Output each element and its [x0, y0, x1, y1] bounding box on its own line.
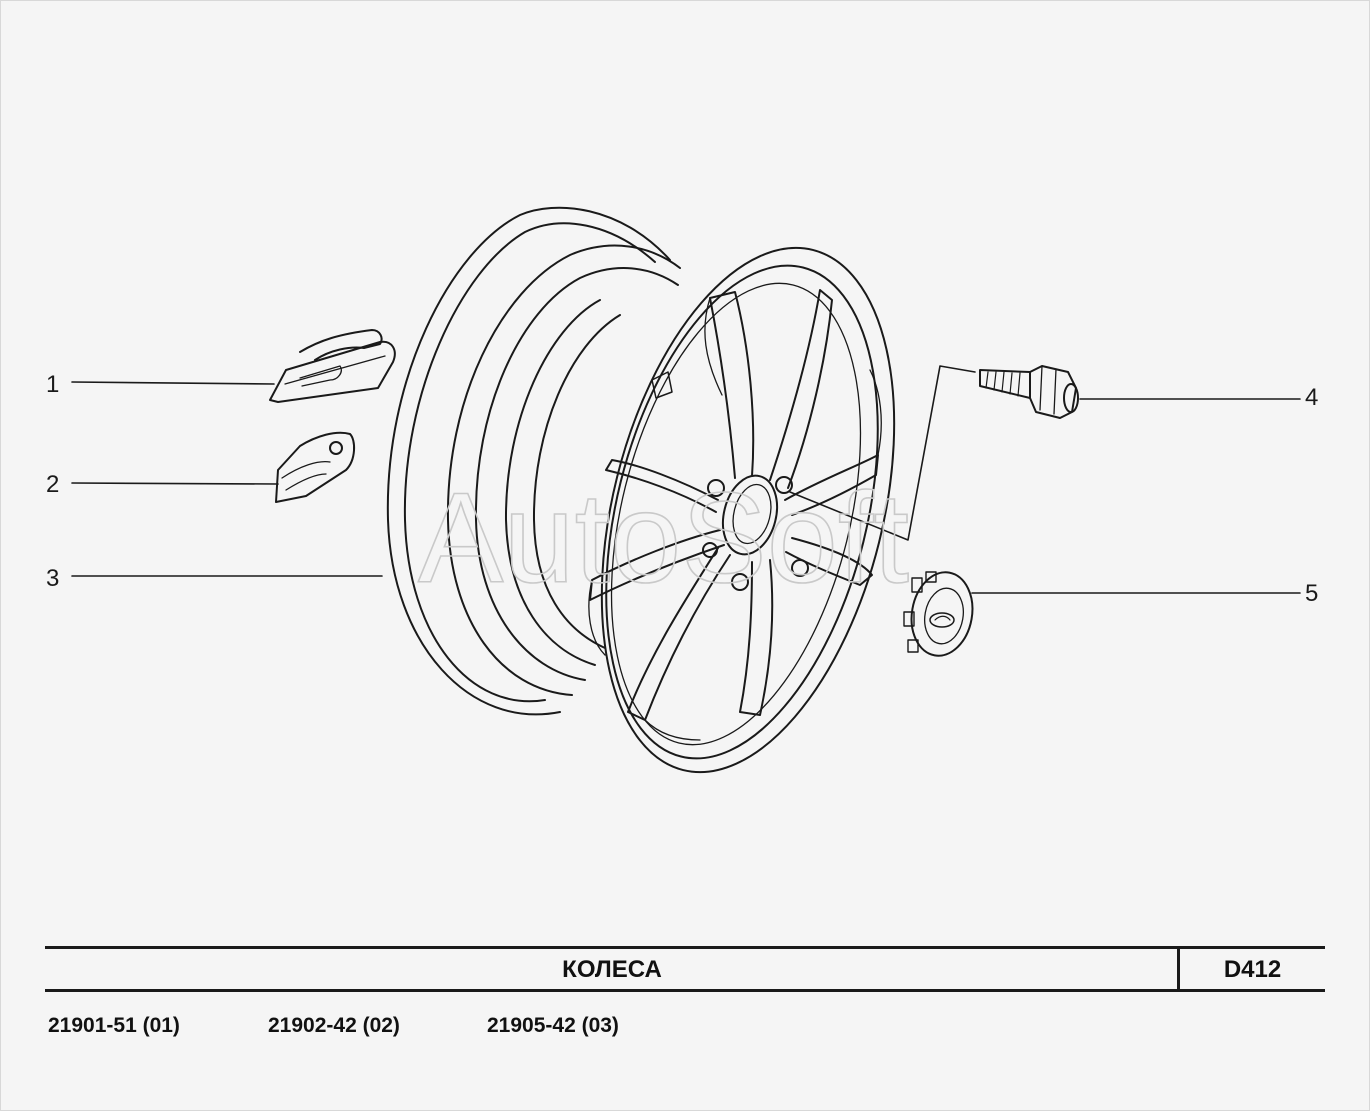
- wheel-rim-drawing: [386, 206, 896, 774]
- center-hub-cap-drawing: [903, 571, 974, 657]
- section-title: КОЛЕСА: [562, 956, 662, 983]
- model-code: 21901-51 (01): [48, 1014, 180, 1037]
- wheel-bolt-drawing: [979, 365, 1079, 419]
- watermark: AutoSoft: [418, 467, 909, 610]
- callout-number-2: 2: [46, 471, 59, 498]
- balance-weight-drawing: [275, 431, 356, 503]
- section-code: D412: [1223, 956, 1282, 983]
- callout-number-5: 5: [1305, 580, 1318, 607]
- leader-line-1: [71, 381, 275, 385]
- callout-number-4: 4: [1305, 384, 1318, 411]
- title-block: КОЛЕСА D412: [45, 946, 1325, 992]
- model-code: 21905-42 (03): [487, 1014, 619, 1037]
- callout-number-1: 1: [46, 371, 59, 398]
- balance-weight-clip-drawing: [269, 329, 396, 403]
- leader-line-4-hub: [789, 365, 976, 541]
- model-code: 21902-42 (02): [268, 1014, 400, 1037]
- callout-number-3: 3: [46, 565, 59, 592]
- leader-lines: [71, 365, 1301, 594]
- parts-diagram: AutoSoft 1 2 3 4 5: [46, 206, 1318, 774]
- title-block-divider: [1177, 949, 1180, 989]
- leader-line-2: [71, 482, 279, 485]
- model-list: 21901-51 (01) 21902-42 (02) 21905-42 (03…: [48, 1014, 948, 1044]
